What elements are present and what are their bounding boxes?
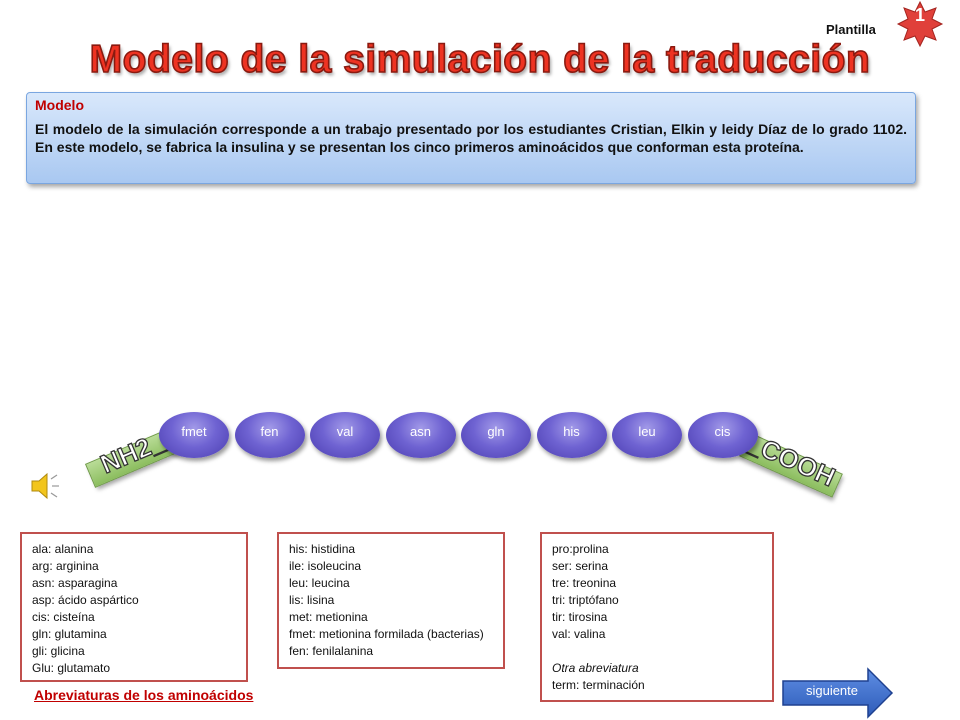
amino-acid-label: val [336,423,354,439]
star-badge-icon [896,0,944,48]
amino-acid-label: his [563,423,580,439]
abbreviation-item: ser: serina [552,559,609,573]
amino-acid-label: leu [638,423,656,439]
abbreviation-item: cis: cisteína [32,610,95,624]
abbreviation-item: term: terminación [552,678,645,692]
spacer [552,643,762,660]
abbreviation-item: ile: isoleucina [289,559,362,573]
amino-acid-bead-asn: asn [385,412,456,458]
abbreviation-item: gln: glutamina [32,627,107,641]
abbreviation-item: fmet: metionina formilada (bacterias) [289,627,484,641]
plantilla-label: Plantilla [826,22,876,37]
abbreviation-item: lis: lisina [289,593,335,607]
amino-acid-bead-cis: cis [687,412,758,458]
abbreviation-item: gli: glicina [32,644,85,658]
arrow-right-icon [782,667,894,719]
slide-number-badge: 1 [914,5,925,25]
abbreviations-title: Abreviaturas de los aminoácidos [34,687,254,703]
page-title: Modelo de la simulación de la traducción [89,37,871,82]
abbreviation-item: tri: triptófano [552,593,619,607]
abbreviation-item: arg: arginina [32,559,99,573]
amino-acid-bead-fen: fen [234,412,305,458]
amino-acid-bead-fmet: fmet [159,412,229,458]
abbreviation-item: leu: leucina [289,576,350,590]
amino-acid-label: fmet [181,423,207,439]
abbreviation-item: ala: alanina [32,542,94,556]
abbreviations-box-3: pro:prolina ser: serina tre: treonina tri: … [540,532,774,702]
amino-acid-bead-gln: gln [461,412,531,458]
amino-acid-bead-leu: leu [612,412,682,458]
abbreviation-item: Glu: glutamato [32,661,111,675]
amino-acid-label: cis [714,423,731,439]
abbreviation-item: val: valina [552,627,606,641]
abbreviation-item: tre: treonina [552,576,617,590]
amino-acid-label: fen [260,423,279,439]
abbreviation-item: asn: asparagina [32,576,118,590]
abbreviation-item: fen: fenilalanina [289,644,374,658]
speaker-icon[interactable] [30,471,62,501]
other-abbreviation-heading: Otra abreviatura [552,661,639,675]
abbreviations-box-1: ala: alanina arg: arginina asn: asparagina… [20,532,248,682]
model-heading: Modelo [35,97,84,113]
abbreviation-item: tir: tirosina [552,610,608,624]
abbreviation-item: met: metionina [289,610,368,624]
abbreviation-item: his: histidina [289,542,356,556]
abbreviation-item: asp: ácido aspártico [32,593,139,607]
model-description-box: Modelo El modelo de la simulación corres… [26,92,916,184]
next-button-label[interactable]: siguiente [805,683,859,698]
model-text: El modelo de la simulación corresponde a… [35,121,907,155]
abbreviations-box-2: his: histidina ile: isoleucina leu: leucin… [277,532,505,669]
amino-acid-bead-val: val [310,412,380,458]
amino-acid-label: gln [487,423,505,439]
abbreviation-item: pro:prolina [552,542,609,556]
next-button[interactable] [780,667,895,719]
amino-acid-label: asn [410,423,431,439]
amino-acid-bead-his: his [536,412,607,458]
